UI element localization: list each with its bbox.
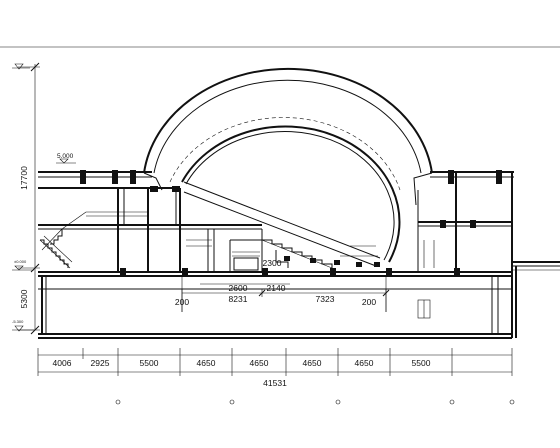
axis-markers (115, 399, 515, 405)
dim-200-left: 200 (175, 297, 189, 307)
right-wing (417, 170, 514, 272)
seating-rake (183, 181, 381, 269)
left-staircase (39, 211, 148, 269)
height-dim-lower: 5300 (19, 289, 29, 308)
level-marks: ±0.000 -5.300 5.000 (12, 63, 76, 332)
bottom-dim-6: 4650 (303, 358, 322, 368)
dim-2140: 2140 (267, 283, 286, 293)
dim-8231: 8231 (229, 294, 248, 304)
basement (38, 266, 517, 339)
level-mark-ground: ±0.000 (14, 259, 27, 264)
level-mark-basement: -5.300 (12, 319, 24, 324)
total-dim: 41531 (263, 378, 287, 388)
dim-200-right: 200 (362, 297, 376, 307)
level-mark-roof: 5.000 (57, 153, 74, 160)
bottom-dim-7: 4650 (355, 358, 374, 368)
ground-slab (38, 268, 512, 277)
dim-7323: 7323 (316, 294, 335, 304)
exterior-ground (512, 261, 560, 271)
bottom-dim-2: 2925 (91, 358, 110, 368)
bottom-dim-5: 4650 (250, 358, 269, 368)
dim-2300: 2300 (263, 258, 282, 268)
central-block (148, 186, 263, 272)
bottom-dim-4: 4650 (197, 358, 216, 368)
bottom-dimension-chain: 4006 2925 5500 4650 4650 4650 4650 5500 … (37, 348, 513, 388)
height-dim-upper: 17700 (19, 166, 29, 190)
left-wing (38, 170, 180, 272)
left-dimension-chain: 17700 5300 (18, 62, 40, 335)
interior-dimensions: 2600 2140 2300 8231 7323 200 200 (175, 258, 390, 312)
bottom-dim-1: 4006 (53, 358, 72, 368)
dome-section (143, 67, 433, 263)
bottom-dim-8: 5500 (412, 358, 431, 368)
dim-2600: 2600 (229, 283, 248, 293)
bottom-dim-3: 5500 (140, 358, 159, 368)
